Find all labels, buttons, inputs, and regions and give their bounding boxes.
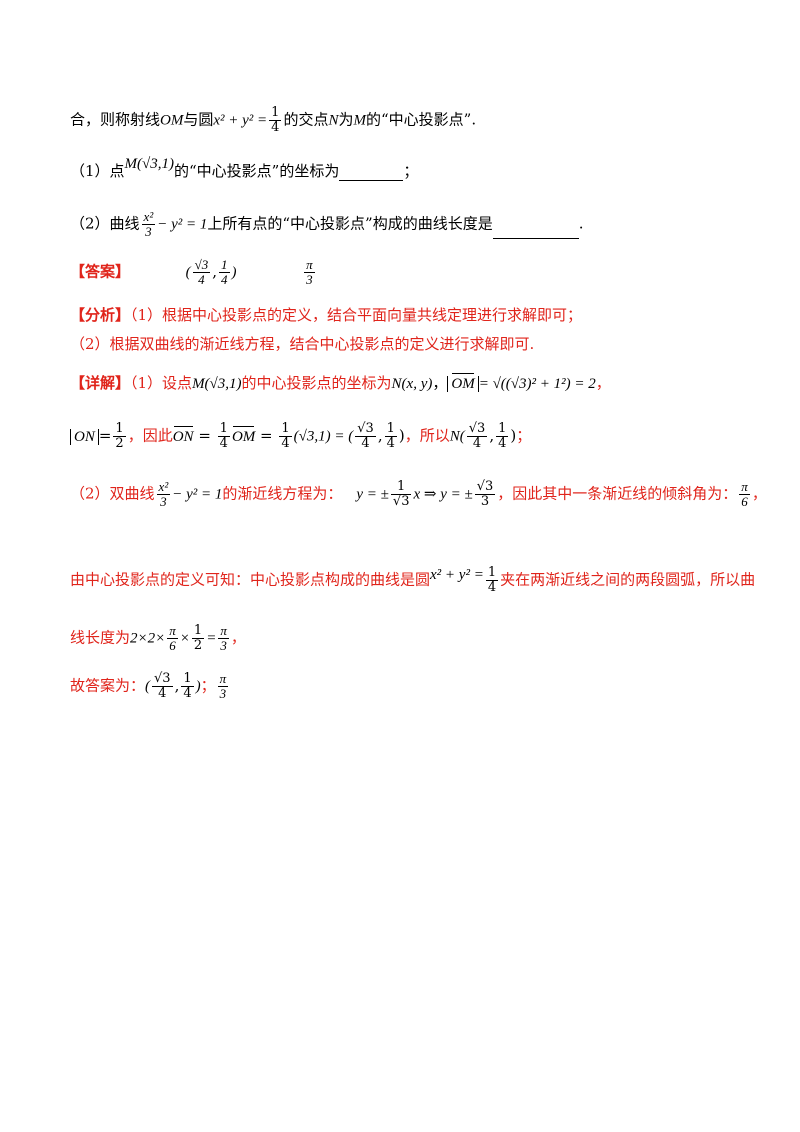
detail-text: ，因此其中一条渐近线的倾斜角为： [497, 484, 738, 503]
q1-text: ； [403, 162, 419, 180]
om-length: = √((√3)² + 1²) = 2 [478, 376, 596, 392]
detail-text: （2）双曲线 [70, 484, 155, 503]
abs-om: OM [447, 373, 479, 392]
expression: = [206, 630, 217, 647]
question-1: （1）点M(√3,1)的“中心投影点”的坐标为 ； [70, 156, 730, 181]
q2-text: （2）曲线 [70, 214, 140, 233]
expression: × [179, 630, 190, 647]
detail-text: ， [595, 374, 611, 392]
answer-blank[interactable] [492, 224, 579, 239]
detail-text: 的渐近线方程为： [222, 484, 343, 503]
ray-om: OM [160, 112, 184, 129]
detail-text: ； [516, 426, 532, 445]
detail-text: ， [432, 374, 448, 392]
point-n-coords: N(x, y) [391, 376, 433, 392]
intro-text: 的“中心投影点”. [366, 110, 477, 129]
fraction: 1√3 [390, 479, 412, 509]
analysis-tag: 【分析】 [70, 306, 131, 324]
detail-text: ，所以 [404, 426, 450, 445]
asymptote: y = ± [356, 486, 389, 503]
expression: (√3,1) = ( [293, 428, 354, 445]
q1-text: （1）点 [70, 162, 125, 180]
point-m-coords: M(√3,1) [192, 376, 242, 392]
paren: ( [185, 264, 191, 281]
analysis-line-2: （2）根据双曲线的渐近线方程，结合中心投影点的定义进行求解即可. [70, 333, 730, 354]
q1-text: 的“中心投影点”的坐标为 [174, 162, 340, 180]
intro-text: 合，则称射线 [70, 110, 161, 129]
equals: = [98, 426, 112, 445]
circle-equation: x² + y² = [213, 112, 268, 129]
paren: ( [145, 678, 151, 695]
detail-text: ； [200, 676, 216, 695]
paren: ) [195, 678, 201, 695]
circle-equation: x² + y² = [430, 566, 484, 583]
asymptote: x ⇒ y = ± [413, 486, 473, 503]
expression: 2×2× [130, 630, 166, 647]
q2-text: 上所有点的“中心投影点”构成的曲线长度是 [207, 214, 493, 233]
detail-text: 线长度为 [70, 628, 131, 647]
detail-tag: 【详解】 [70, 374, 131, 392]
detail-text: 由中心投影点的定义可知：中心投影点构成的曲线是圆 [70, 570, 431, 589]
detail-text: 故答案为： [70, 676, 146, 695]
answer-blank[interactable] [339, 166, 404, 181]
detail-text: ， [230, 628, 246, 647]
hyperbola-equation: − y² = 1 [172, 486, 223, 503]
detail-text: （1）设点 [130, 374, 193, 392]
vector-on: ON [172, 425, 194, 445]
detail-line-1: 【详解】（1）设点M(√3,1)的中心投影点的坐标为N(x, y)，OM= √(… [70, 372, 730, 393]
point-m-coords: M(√3,1) [124, 156, 175, 172]
point-m: M [353, 112, 367, 129]
detail-text: 的中心投影点的坐标为 [241, 374, 392, 392]
detail-text: 夹在两渐近线之间的两段圆弧，所以曲 [500, 570, 756, 589]
paren: ) [231, 264, 237, 281]
intro-text: 的交点 [283, 110, 329, 129]
detail-text: ， [751, 484, 767, 503]
answer-tag: 【答案】 [70, 262, 131, 281]
point-n: N [328, 112, 339, 129]
hyperbola-equation: − y² = 1 [157, 216, 208, 233]
analysis-line-1: 【分析】（1）根据中心投影点的定义，结合平面向量共线定理进行求解即可； [70, 304, 730, 325]
q2-text: . [578, 214, 584, 233]
analysis-text: （1）根据中心投影点的定义，结合平面向量共线定理进行求解即可； [130, 306, 583, 324]
intro-text: 为 [338, 110, 354, 129]
analysis-text: （2）根据双曲线的渐近线方程，结合中心投影点的定义进行求解即可. [70, 335, 535, 353]
vector-om: OM [231, 425, 256, 445]
detail-text: ，因此 [127, 426, 173, 445]
abs-on: ON [70, 428, 99, 445]
intro-text: 与圆 [183, 110, 214, 129]
point-n: N( [449, 428, 465, 445]
